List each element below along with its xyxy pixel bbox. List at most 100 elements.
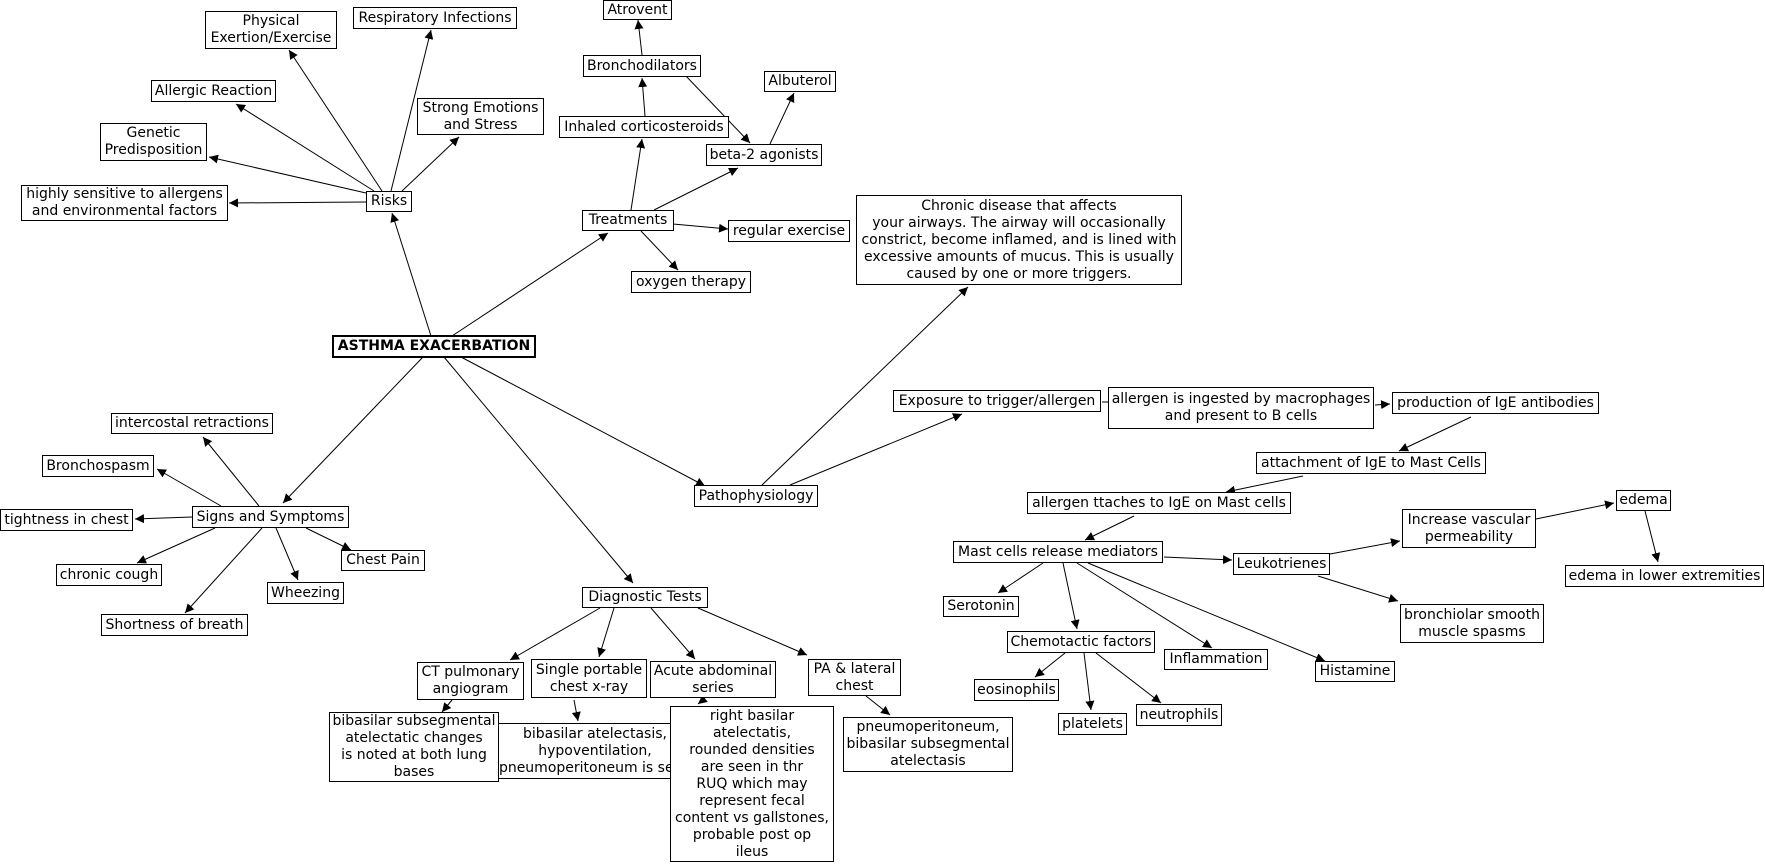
node-treatments: Treatments bbox=[582, 210, 674, 231]
node-edema: edema bbox=[1616, 490, 1671, 511]
edge-edema-lower bbox=[1644, 510, 1661, 563]
edge-signs-bronchospasm bbox=[156, 468, 222, 507]
node-diagnostic-tests: Diagnostic Tests bbox=[582, 587, 708, 608]
node-regular-exercise: regular exercise bbox=[728, 220, 850, 242]
node-pathophysiology: Pathophysiology bbox=[694, 485, 818, 507]
node-highly-sensitive: highly sensitive to allergens and enviro… bbox=[21, 185, 228, 221]
edge-ct-result bbox=[441, 699, 453, 713]
node-physical-exertion: Physical Exertion/Exercise bbox=[205, 11, 337, 49]
edge-beta2-albuterol bbox=[769, 92, 795, 145]
node-production-ige: production of IgE antibodies bbox=[1392, 392, 1599, 414]
node-genetic-predisposition: Genetic Predisposition bbox=[100, 123, 207, 161]
edge-risks-physical bbox=[288, 49, 383, 192]
node-exposure-to-trigger: Exposure to trigger/allergen bbox=[893, 390, 1101, 412]
node-pa-result: pneumoperitoneum, bibasilar subsegmental… bbox=[843, 717, 1013, 772]
edge-asthma-risks bbox=[390, 212, 432, 337]
node-eosinophils: eosinophils bbox=[974, 679, 1059, 701]
edge-patho-chronic bbox=[761, 286, 969, 486]
edge-patho-exposure bbox=[789, 413, 963, 486]
node-acute-abdominal-series: Acute abdominal series bbox=[650, 661, 776, 698]
edge-bronchodil-atrovent bbox=[634, 19, 644, 56]
edge-diag-ct bbox=[509, 607, 601, 661]
edge-pa-result bbox=[865, 695, 891, 716]
edge-leuko-bronchiolar bbox=[1317, 575, 1399, 603]
edge-treatments-regular bbox=[672, 223, 729, 233]
node-serotonin: Serotonin bbox=[943, 596, 1019, 617]
node-bronchodilators: Bronchodilators bbox=[583, 55, 701, 77]
node-chronic-disease-definition: Chronic disease that affects your airway… bbox=[856, 195, 1182, 285]
edge-ige-attach bbox=[1398, 416, 1472, 452]
node-allergic-reaction: Allergic Reaction bbox=[151, 80, 276, 102]
edge-mast-serotonin bbox=[997, 562, 1044, 594]
edge-asthma-signs bbox=[282, 356, 424, 504]
edge-mast-histamine bbox=[1087, 562, 1326, 662]
node-atrovent: Atrovent bbox=[603, 0, 672, 20]
node-respiratory-infections: Respiratory Infections bbox=[353, 7, 517, 29]
edge-risks-allergic bbox=[235, 103, 375, 192]
node-wheezing: Wheezing bbox=[267, 582, 344, 604]
node-strong-emotions: Strong Emotions and Stress bbox=[417, 98, 544, 135]
node-neutrophils: neutrophils bbox=[1136, 704, 1222, 726]
edge-diag-abdominal bbox=[650, 607, 696, 660]
edge-ingested-ige bbox=[1374, 400, 1391, 410]
edge-signs-cough bbox=[136, 527, 216, 564]
edge-chemotactic-eosinophils bbox=[1034, 652, 1066, 678]
node-signs-and-symptoms: Signs and Symptoms bbox=[192, 506, 349, 528]
node-ct-pulmonary-angiogram: CT pulmonary angiogram bbox=[417, 662, 524, 700]
node-edema-lower-extremities: edema in lower extremities bbox=[1565, 565, 1764, 587]
node-ct-result: bibasilar subsegmental atelectatic chang… bbox=[329, 712, 499, 782]
node-pa-lateral-chest: PA & lateral chest bbox=[808, 659, 901, 696]
edge-signs-wheezing bbox=[275, 527, 299, 581]
edge-mast-chemotactic bbox=[1062, 562, 1080, 630]
edge-signs-sob bbox=[184, 527, 263, 614]
edge-allergen2-mast bbox=[1084, 515, 1135, 541]
node-albuterol: Albuterol bbox=[764, 71, 836, 92]
edge-treatments-oxygen bbox=[640, 230, 679, 271]
edge-asthma-treatments bbox=[451, 232, 609, 337]
edge-asthma-patho bbox=[460, 356, 706, 487]
node-allergen-attaches: allergen ttaches to IgE on Mast cells bbox=[1027, 492, 1291, 514]
edge-diag-pa bbox=[697, 607, 808, 656]
edge-treatments-beta2 bbox=[653, 167, 739, 211]
edge-chemotactic-neutrophils bbox=[1095, 652, 1162, 704]
edge-asthma-diag bbox=[443, 356, 634, 584]
edge-mast-inflammation bbox=[1076, 562, 1213, 649]
node-xray-result: bibasilar atelectasis, hypoventilation, … bbox=[495, 723, 695, 779]
edge-diag-xray bbox=[597, 607, 615, 658]
node-tightness-in-chest: tightness in chest bbox=[0, 509, 133, 531]
node-abdominal-result: right basilar atelectatis, rounded densi… bbox=[670, 706, 834, 862]
edge-attach-allergen2 bbox=[1225, 475, 1304, 495]
node-histamine: Histamine bbox=[1315, 661, 1395, 682]
node-chemotactic-factors: Chemotactic factors bbox=[1007, 631, 1155, 653]
edge-vascular-edema bbox=[1535, 500, 1615, 520]
edge-bronchodil-beta2 bbox=[684, 74, 751, 144]
edge-chemotactic-platelets bbox=[1083, 652, 1095, 711]
edge-risks-sensitive bbox=[228, 198, 367, 208]
node-bronchiolar-spasms: bronchiolar smooth muscle spasms bbox=[1400, 604, 1544, 643]
node-beta2-agonists: beta-2 agonists bbox=[706, 144, 822, 166]
node-increase-vascular-permeability: Increase vascular permeability bbox=[1402, 509, 1536, 548]
node-single-portable-xray: Single portable chest x-ray bbox=[531, 659, 647, 698]
edge-leuko-vascular bbox=[1329, 538, 1401, 555]
edge-inhaled-bronchodil bbox=[638, 77, 648, 117]
edge-mast-leuko bbox=[1163, 555, 1233, 565]
node-oxygen-therapy: oxygen therapy bbox=[631, 271, 751, 293]
node-intercostal-retractions: intercostal retractions bbox=[111, 413, 273, 434]
node-shortness-of-breath: Shortness of breath bbox=[101, 614, 248, 636]
node-risks: Risks bbox=[366, 191, 412, 212]
node-leukotrienes: Leukotrienes bbox=[1233, 553, 1330, 575]
edge-risks-emotions bbox=[401, 136, 460, 192]
node-inhaled-corticosteroids: Inhaled corticosteroids bbox=[559, 116, 729, 138]
node-chest-pain: Chest Pain bbox=[341, 550, 425, 571]
edge-signs-tightness bbox=[134, 514, 193, 524]
node-platelets: platelets bbox=[1058, 713, 1127, 735]
node-attachment-ige: attachment of IgE to Mast Cells bbox=[1256, 452, 1486, 474]
edge-risks-respiratory bbox=[390, 29, 434, 192]
node-bronchospasm: Bronchospasm bbox=[42, 455, 154, 477]
edge-abd-result bbox=[697, 694, 708, 705]
edge-treatments-inhaled bbox=[630, 138, 646, 211]
edge-risks-genetic bbox=[208, 154, 367, 194]
edge-signs-intercostal bbox=[202, 436, 260, 507]
node-mast-cells-release: Mast cells release mediators bbox=[953, 541, 1163, 563]
